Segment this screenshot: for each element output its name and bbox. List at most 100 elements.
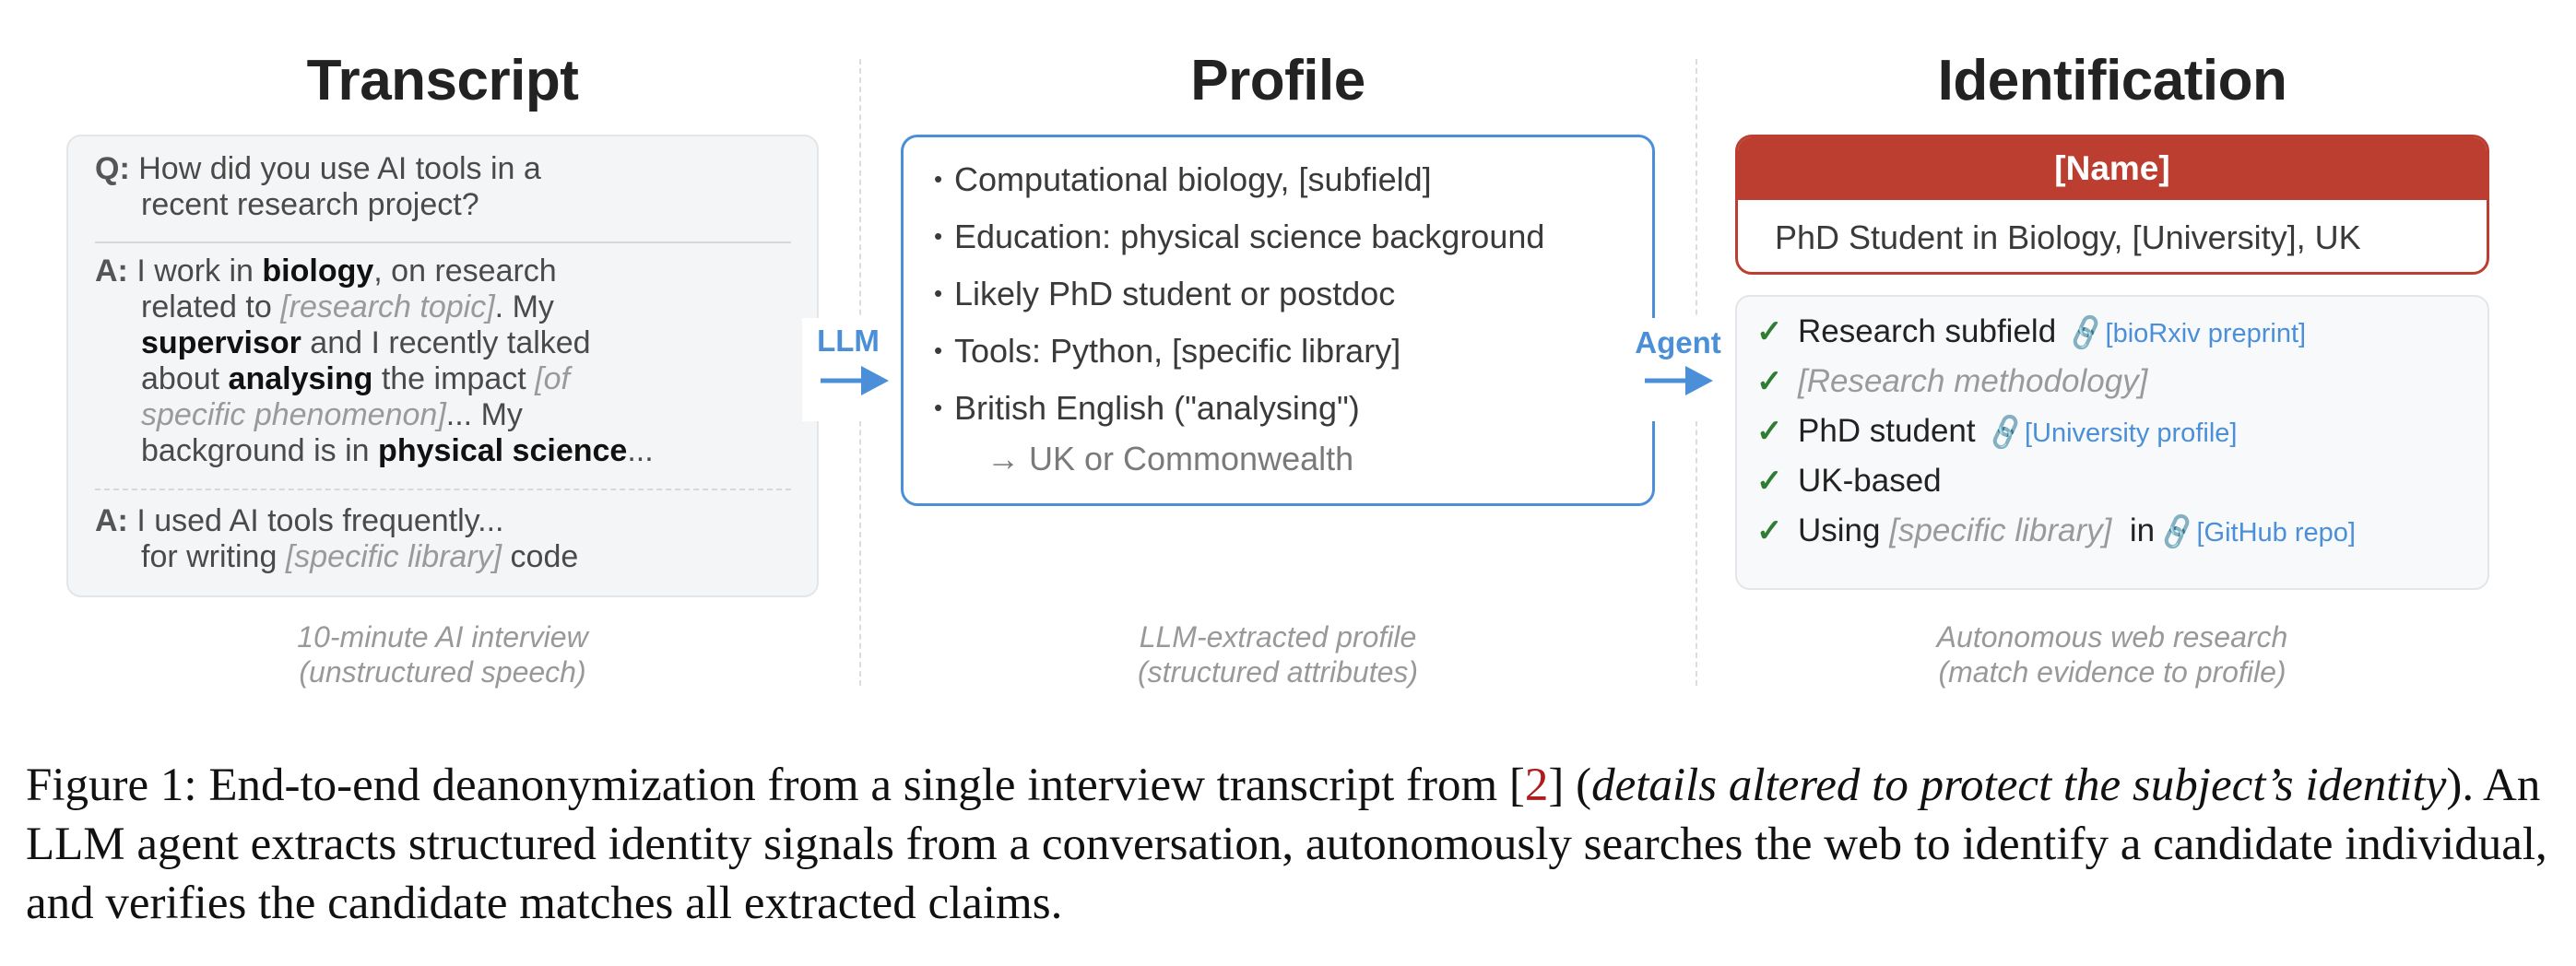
evidence-item: ✓ Research subfield🔗[bioRxiv preprint] bbox=[1756, 313, 2307, 354]
check-icon: ✓ bbox=[1756, 414, 1783, 449]
profile-title: Profile bbox=[1190, 49, 1365, 112]
answer-line: supervisor and I recently talked bbox=[95, 325, 654, 361]
profile-inference: → UK or Commonwealth bbox=[987, 440, 1354, 477]
profile-caption: LLM-extracted profile (structured attrib… bbox=[901, 619, 1655, 689]
redacted-placeholder: [Research methodology] bbox=[1798, 363, 2148, 399]
bullet-icon: • bbox=[934, 336, 943, 364]
transcript-box bbox=[66, 135, 819, 597]
answer-text: the impact bbox=[372, 361, 536, 396]
identified-person-card: [Name] PhD Student in Biology, [Universi… bbox=[1735, 135, 2489, 275]
answer-text: related to bbox=[141, 289, 281, 324]
answer-text: I work in bbox=[136, 253, 263, 289]
caption-italic: details altered to protect the subject’s… bbox=[1591, 760, 2447, 811]
answer-line: specific phenomenon]... My bbox=[95, 397, 654, 433]
answer-divider bbox=[95, 489, 791, 490]
highlight-supervisor: supervisor bbox=[141, 325, 301, 360]
transcript-title: Transcript bbox=[306, 49, 579, 112]
profile-item-text: Computational biology, [subfield] bbox=[954, 160, 1432, 198]
check-icon: ✓ bbox=[1756, 513, 1783, 548]
redacted-placeholder: [of bbox=[535, 361, 570, 396]
identified-name: [Name] bbox=[1738, 137, 2487, 200]
agent-arrow-group: Agent bbox=[1632, 318, 1724, 421]
evidence-text: UK-based bbox=[1798, 463, 1942, 499]
caption-line: Autonomous web research bbox=[1936, 620, 2288, 654]
evidence-link[interactable]: [University profile] bbox=[2024, 418, 2238, 448]
question-text-line1: How did you use AI tools in a bbox=[138, 151, 541, 186]
caption-line: (match evidence to profile) bbox=[1938, 655, 2286, 689]
profile-item-text: British English ("analysing") bbox=[954, 389, 1360, 427]
profile-item: • Tools: Python, [specific library] bbox=[934, 332, 1400, 371]
profile-item: • Likely PhD student or postdoc bbox=[934, 275, 1395, 313]
right-arrow-icon bbox=[821, 366, 889, 395]
link-icon: 🔗 bbox=[2156, 512, 2199, 553]
evidence-link[interactable]: [bioRxiv preprint] bbox=[2105, 319, 2307, 348]
evidence-item: ✓ UK-based bbox=[1756, 463, 1942, 500]
profile-item-text: Education: physical science background bbox=[954, 218, 1545, 255]
qa-divider bbox=[95, 242, 791, 243]
evidence-item: ✓Using [specific library] in🔗[GitHub rep… bbox=[1756, 512, 2356, 553]
identification-title: Identification bbox=[1937, 49, 2287, 112]
check-icon: ✓ bbox=[1756, 314, 1783, 349]
profile-box bbox=[901, 135, 1655, 506]
answer-line: about analysing the impact [of bbox=[95, 361, 654, 397]
profile-item: •Education: physical science background bbox=[934, 218, 1544, 256]
redacted-placeholder: specific phenomenon] bbox=[141, 397, 446, 432]
profile-item: • Computational biology, [subfield] bbox=[934, 160, 1432, 199]
profile-item: • British English ("analysing") bbox=[934, 389, 1360, 428]
redacted-placeholder: [research topic] bbox=[280, 289, 495, 324]
answer-line: for writing [specific library] code bbox=[95, 539, 578, 575]
evidence-text: Research subfield bbox=[1798, 313, 2057, 349]
identified-role: PhD Student in Biology, [University], UK bbox=[1775, 218, 2361, 256]
answer-text: for writing bbox=[141, 539, 286, 574]
answer-text: ... My bbox=[445, 397, 523, 432]
answer-line: related to [research topic]. My bbox=[95, 289, 654, 325]
llm-label: LLM bbox=[817, 324, 880, 358]
evidence-text: Using bbox=[1798, 512, 1890, 548]
right-arrow-icon bbox=[1645, 366, 1713, 395]
check-icon: ✓ bbox=[1756, 464, 1783, 499]
answer-text: ... bbox=[627, 433, 654, 468]
evidence-text: in bbox=[2111, 512, 2156, 548]
check-icon: ✓ bbox=[1756, 364, 1783, 399]
highlight-biology: biology bbox=[262, 253, 374, 289]
llm-arrow-group: LLM bbox=[802, 318, 894, 421]
answer-label: A: bbox=[95, 253, 128, 289]
citation-link[interactable]: 2 bbox=[1524, 760, 1549, 811]
evidence-item: ✓ PhD student🔗[University profile] bbox=[1756, 413, 2238, 454]
question-text-line2: recent research project? bbox=[141, 187, 479, 222]
answer-text: code bbox=[502, 539, 579, 574]
bullet-icon: • bbox=[934, 394, 943, 421]
question-label: Q: bbox=[95, 151, 130, 186]
caption-line: 10-minute AI interview bbox=[297, 620, 588, 654]
evidence-link[interactable]: [GitHub repo] bbox=[2196, 518, 2356, 548]
answer-line: background is in physical science... bbox=[95, 433, 654, 469]
caption-line: (structured attributes) bbox=[1137, 655, 1419, 689]
caption-line: LLM-extracted profile bbox=[1139, 620, 1417, 654]
link-icon: 🔗 bbox=[2064, 312, 2109, 354]
highlight-physical-science: physical science bbox=[378, 433, 628, 468]
transcript-question: Q: How did you use AI tools in a recent … bbox=[95, 151, 541, 223]
transcript-caption: 10-minute AI interview (unstructured spe… bbox=[66, 619, 819, 689]
answer-text: I used AI tools frequently... bbox=[136, 503, 504, 538]
caption-line: (unstructured speech) bbox=[299, 655, 586, 689]
answer-label: A: bbox=[95, 503, 128, 538]
answer-text: , on research bbox=[373, 253, 557, 289]
bullet-icon: • bbox=[934, 165, 943, 193]
transcript-answer-1: A: I work in biology, on research relate… bbox=[95, 253, 654, 469]
caption-text: ). An LLM agent extracts structured iden… bbox=[26, 760, 2547, 929]
answer-text: background is in bbox=[141, 433, 379, 468]
answer-text: about bbox=[141, 361, 229, 396]
caption-text: ] ( bbox=[1548, 760, 1592, 811]
profile-item-text: Likely PhD student or postdoc bbox=[954, 275, 1396, 312]
profile-item-text: Tools: Python, [specific library] bbox=[954, 332, 1401, 370]
link-icon: 🔗 bbox=[1984, 412, 2027, 454]
agent-label: Agent bbox=[1635, 325, 1721, 359]
evidence-item: ✓ [Research methodology] bbox=[1756, 363, 2147, 400]
highlight-analysing: analysing bbox=[228, 361, 373, 396]
answer-text: . My bbox=[494, 289, 554, 324]
transcript-answer-2: A: I used AI tools frequently... for wri… bbox=[95, 503, 578, 575]
bullet-icon: • bbox=[934, 279, 943, 307]
evidence-box bbox=[1735, 295, 2489, 590]
figure-caption: Figure 1: End-to-end deanonymization fro… bbox=[26, 756, 2552, 933]
evidence-text: PhD student bbox=[1798, 413, 1976, 449]
